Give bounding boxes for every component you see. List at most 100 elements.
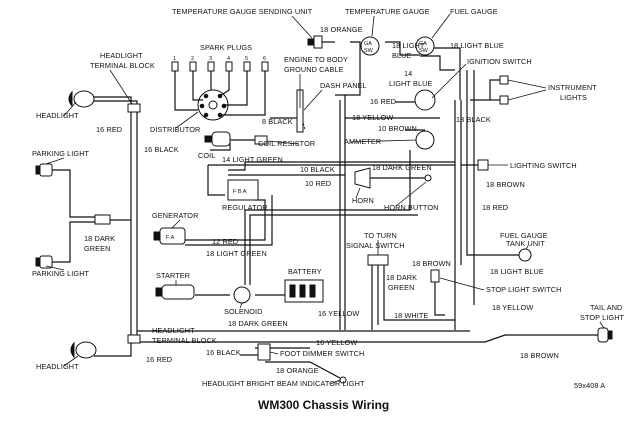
stop-light-switch-symbol [430, 269, 440, 283]
parking-connector [94, 214, 111, 225]
temp-gauge-ga: GA [364, 41, 372, 47]
label-temp-sending-unit: TEMPERATURE GAUGE SENDING UNIT [172, 7, 313, 16]
wire-headlight-top [92, 96, 132, 108]
distributor-symbol [174, 70, 266, 121]
wire-turn-3 [383, 265, 455, 321]
label-tail-1: TAIL AND [590, 303, 622, 312]
coil-resistor-symbol [254, 135, 268, 145]
horn-button-symbol [424, 174, 432, 182]
label-18lightgreen: 18 LIGHT GREEN [206, 249, 267, 258]
temp-gauge-symbol: GA SW [360, 36, 380, 56]
coil-symbol [204, 131, 231, 147]
label-18lightblue-2: BLUE [392, 51, 411, 60]
wire-battery-up-2 [249, 214, 418, 285]
label-instrument-2: LIGHTS [560, 93, 587, 102]
foot-dimmer-symbol [257, 343, 271, 361]
label-16red-mid: 16 RED [370, 97, 396, 106]
temp-gauge-sw: SW [364, 48, 374, 54]
label-coil: COIL [198, 151, 215, 160]
fuel-tank-unit-symbol [518, 248, 532, 262]
label-fuel-tank-1: FUEL GAUGE [500, 231, 548, 240]
parking-light-bottom-symbol [35, 255, 53, 269]
label-18lightblue-1: 18 LIGHT [392, 41, 425, 50]
wire-instrument-1 [470, 79, 500, 101]
spark-num-4: 4 [227, 56, 230, 62]
label-foot-dimmer: FOOT DIMMER SWITCH [280, 349, 364, 358]
label-16yellow-bottom: 16 YELLOW [316, 338, 357, 347]
label-fuel-gauge: FUEL GAUGE [450, 7, 498, 16]
components: F B A F A [35, 35, 613, 384]
label-14lightblue-1: 14 [404, 69, 412, 78]
horn-symbol [354, 167, 371, 189]
label-14lightblue-2: LIGHT BLUE [389, 79, 432, 88]
label-18darkgreen-turn-1: 18 DARK [386, 273, 417, 282]
headlight-top-symbol [68, 90, 95, 108]
spark-num-6: 6 [263, 56, 266, 62]
label-18white: 18 WHITE [394, 311, 428, 320]
wire-parking-bottom [52, 221, 110, 263]
turn-signal-connector [367, 254, 389, 266]
label-generator: GENERATOR [152, 211, 198, 220]
labels: TEMPERATURE GAUGE SENDING UNIT TEMPERATU… [32, 7, 624, 412]
wire-14lg [207, 165, 225, 196]
solenoid-symbol [233, 286, 251, 304]
regulator-terminals: F B A [233, 189, 247, 195]
label-instrument-1: INSTRUMENT [548, 83, 597, 92]
label-turn-2: SIGNAL SWITCH [346, 241, 405, 250]
spark-plugs [171, 61, 269, 72]
label-18yellow-right: 18 YELLOW [492, 303, 533, 312]
generator-symbol: F A [153, 227, 186, 245]
label-hb-indicator: HEADLIGHT BRIGHT BEAM INDICATOR LIGHT [202, 379, 365, 388]
label-16red-top: 16 RED [96, 125, 122, 134]
tail-light-symbol [597, 327, 613, 343]
label-dash-panel: DASH PANEL [320, 81, 367, 90]
label-18orange-top: 18 ORANGE [320, 25, 363, 34]
label-16yellow-mid: 16 YELLOW [318, 309, 359, 318]
label-10red: 10 RED [305, 179, 331, 188]
fuel-gauge-symbol: GA SW [415, 36, 435, 56]
terminal-block-top [127, 103, 141, 113]
label-headlight-tb-top-2: TERMINAL BLOCK [90, 61, 155, 70]
label-regulator: REGULATOR [222, 203, 268, 212]
label-horn-button: HORN BUTTON [384, 203, 438, 212]
label-engine-ground-2: GROUND CABLE [284, 65, 344, 74]
label-headlight-top: HEADLIGHT [36, 111, 79, 120]
label-engine-ground-1: ENGINE TO BODY [284, 55, 348, 64]
label-18lightblue-tank: 18 LIGHT BLUE [490, 267, 544, 276]
label-10brown: 10 BROWN [378, 124, 417, 133]
label-18lightblue-right: 18 LIGHT BLUE [450, 41, 504, 50]
generator-terminals: F A [166, 235, 175, 241]
label-spark-plugs: SPARK PLUGS [200, 43, 252, 52]
label-temp-gauge: TEMPERATURE GAUGE [345, 7, 430, 16]
label-starter: STARTER [156, 271, 190, 280]
label-18brown-2: 18 BROWN [412, 259, 451, 268]
label-18black-right: 18 BLACK [456, 115, 491, 124]
label-8black: 8 BLACK [262, 117, 293, 126]
fuel-gauge-ga: GA [419, 41, 427, 47]
label-18yellow-mid: 18 YELLOW [352, 113, 393, 122]
label-16red-bottom: 16 RED [146, 355, 172, 364]
terminal-block-bottom [127, 334, 141, 344]
diagram-title: WM300 Chassis Wiring [258, 398, 389, 412]
wire-18lg [185, 195, 273, 246]
wire-battery-up [244, 150, 411, 285]
wire-10black [228, 161, 455, 171]
label-lighting-switch: LIGHTING SWITCH [510, 161, 577, 170]
ammeter-symbol [415, 130, 435, 150]
label-18darkgreen-mid: 18 DARK GREEN [372, 163, 432, 172]
temp-sending-unit-symbol [307, 35, 323, 49]
wire-12red [185, 199, 266, 241]
headlight-bottom-symbol [70, 341, 97, 359]
battery-symbol [284, 279, 324, 303]
regulator-symbol: F B A [227, 179, 259, 201]
label-18orange-bottom: 18 ORANGE [276, 366, 319, 375]
label-parking-light-bottom: PARKING LIGHT [32, 269, 90, 278]
label-18brown-1: 18 BROWN [486, 180, 525, 189]
wire-parking-top [52, 169, 110, 218]
label-10black: 10 BLACK [300, 165, 335, 174]
label-14lightgreen: 14 LIGHT GREEN [222, 155, 283, 164]
wire-stop-switch [434, 280, 445, 316]
fuel-gauge-sw: SW [419, 48, 429, 54]
